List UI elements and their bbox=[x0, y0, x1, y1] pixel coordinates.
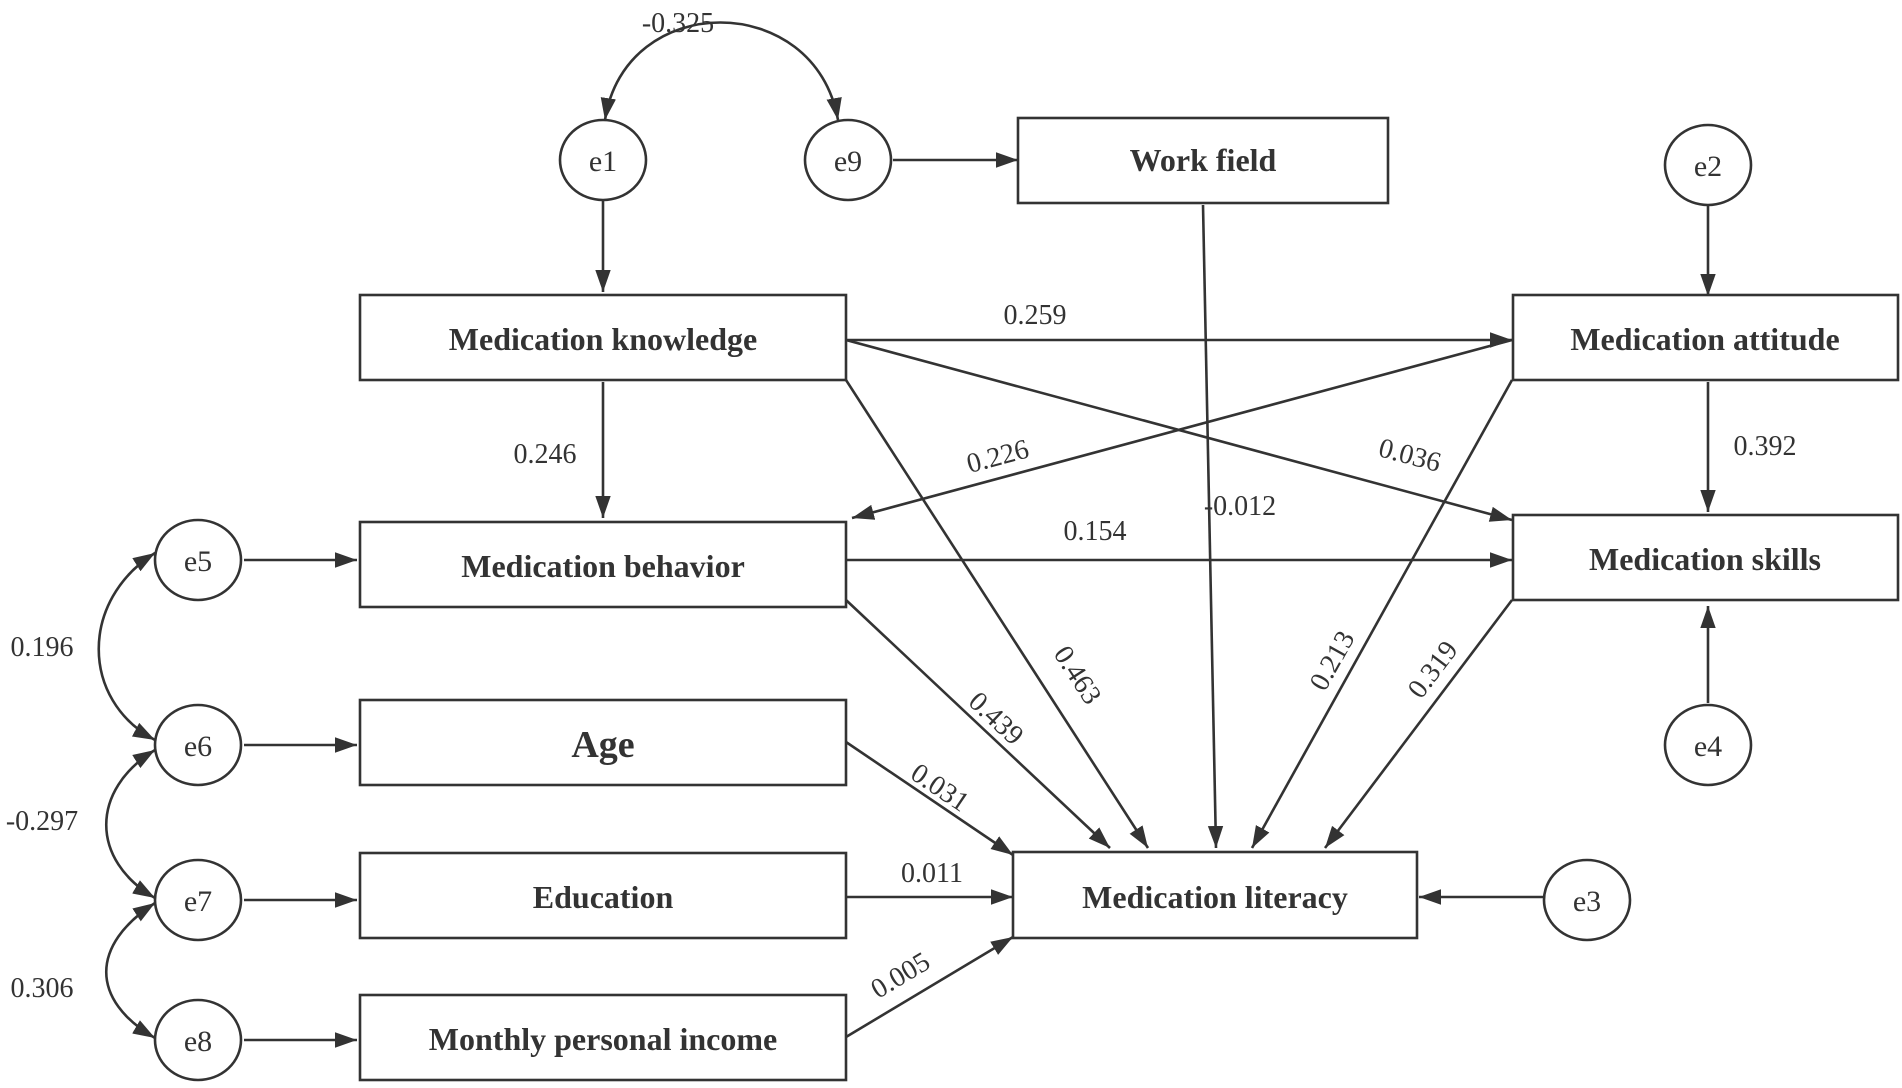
path-labels: -0.325 0.259 0.246 0.036 0.463 0.226 0.3… bbox=[6, 8, 1797, 1005]
edges bbox=[97, 21, 1716, 1048]
cov-e5-e6-arc bbox=[97, 551, 156, 742]
error-e9-label: e9 bbox=[834, 145, 862, 178]
error-e7-label: e7 bbox=[184, 885, 212, 918]
arrow-age-literacy bbox=[845, 740, 1014, 857]
error-e8: e8 bbox=[153, 998, 243, 1082]
node-medication-literacy-label: Medication literacy bbox=[1082, 879, 1348, 915]
path-label-attitude-literacy: 0.213 bbox=[1304, 626, 1362, 696]
arrow-attitude-behavior bbox=[851, 338, 1513, 520]
error-e2-label: e2 bbox=[1694, 150, 1722, 183]
path-label-attitude-skills: 0.392 bbox=[1734, 431, 1797, 462]
error-terms: e1 e9 e2 e4 e3 e5 e6 e7 bbox=[153, 118, 1753, 1082]
path-label-education-literacy: 0.011 bbox=[901, 858, 963, 889]
error-e6-label: e6 bbox=[184, 730, 212, 763]
cov-label-e1-e9: -0.325 bbox=[642, 8, 714, 39]
error-e5-label: e5 bbox=[184, 545, 212, 578]
error-e3-label: e3 bbox=[1573, 885, 1601, 918]
cov-label-e6-e7: -0.297 bbox=[6, 806, 78, 837]
arrow-attitude-literacy bbox=[1250, 379, 1514, 849]
arrow-knowledge-literacy bbox=[844, 379, 1150, 849]
path-label-age-literacy: 0.031 bbox=[905, 757, 975, 818]
path-label-knowledge-literacy: 0.463 bbox=[1047, 641, 1107, 711]
cov-e1-e9-arc bbox=[600, 21, 842, 121]
cov-e7-e8-arc bbox=[105, 901, 156, 1040]
node-medication-skills-label: Medication skills bbox=[1589, 541, 1821, 577]
node-medication-attitude: Medication attitude bbox=[1511, 293, 1900, 382]
node-medication-behavior: Medication behavior bbox=[358, 520, 848, 609]
node-medication-behavior-label: Medication behavior bbox=[461, 548, 745, 584]
node-work-field-label: Work field bbox=[1130, 142, 1277, 178]
node-age-label: Age bbox=[571, 724, 634, 766]
cov-label-e5-e6: 0.196 bbox=[11, 632, 74, 663]
path-label-workfield-literacy: -0.012 bbox=[1204, 491, 1276, 522]
error-e7: e7 bbox=[153, 858, 243, 942]
node-education-label: Education bbox=[533, 879, 674, 915]
error-e9: e9 bbox=[803, 118, 893, 202]
error-e4: e4 bbox=[1663, 703, 1753, 787]
error-e8-label: e8 bbox=[184, 1025, 212, 1058]
node-monthly-personal-income: Monthly personal income bbox=[358, 993, 848, 1082]
arrow-workfield-literacy bbox=[1201, 204, 1224, 849]
node-education: Education bbox=[358, 851, 848, 940]
path-label-behavior-skills: 0.154 bbox=[1064, 516, 1127, 547]
error-e5: e5 bbox=[153, 518, 243, 602]
node-work-field: Work field bbox=[1016, 116, 1390, 205]
node-monthly-personal-income-label: Monthly personal income bbox=[429, 1021, 777, 1057]
error-e6: e6 bbox=[153, 703, 243, 787]
path-label-knowledge-attitude: 0.259 bbox=[1004, 300, 1067, 331]
arrow-skills-literacy bbox=[1323, 599, 1514, 849]
error-e1-label: e1 bbox=[589, 145, 617, 178]
path-label-knowledge-skills: 0.036 bbox=[1375, 433, 1444, 479]
error-e2: e2 bbox=[1663, 123, 1753, 207]
nodes: Work field Medication knowledge Medicati… bbox=[358, 116, 1900, 1082]
node-medication-skills: Medication skills bbox=[1511, 513, 1900, 602]
arrow-income-literacy bbox=[845, 935, 1014, 1039]
node-medication-attitude-label: Medication attitude bbox=[1570, 321, 1839, 357]
cov-label-e7-e8: 0.306 bbox=[11, 973, 74, 1004]
error-e3: e3 bbox=[1542, 858, 1632, 942]
path-label-knowledge-behavior: 0.246 bbox=[514, 439, 577, 470]
error-e4-label: e4 bbox=[1694, 730, 1722, 763]
arrow-behavior-literacy bbox=[845, 599, 1111, 849]
node-medication-literacy: Medication literacy bbox=[1011, 850, 1419, 940]
node-medication-knowledge-label: Medication knowledge bbox=[449, 321, 757, 357]
error-e1: e1 bbox=[558, 118, 648, 202]
cov-e6-e7-arc bbox=[105, 748, 156, 900]
path-label-income-literacy: 0.005 bbox=[866, 946, 936, 1005]
node-medication-knowledge: Medication knowledge bbox=[358, 293, 848, 382]
node-age: Age bbox=[358, 698, 848, 787]
path-label-skills-literacy: 0.319 bbox=[1402, 635, 1465, 704]
